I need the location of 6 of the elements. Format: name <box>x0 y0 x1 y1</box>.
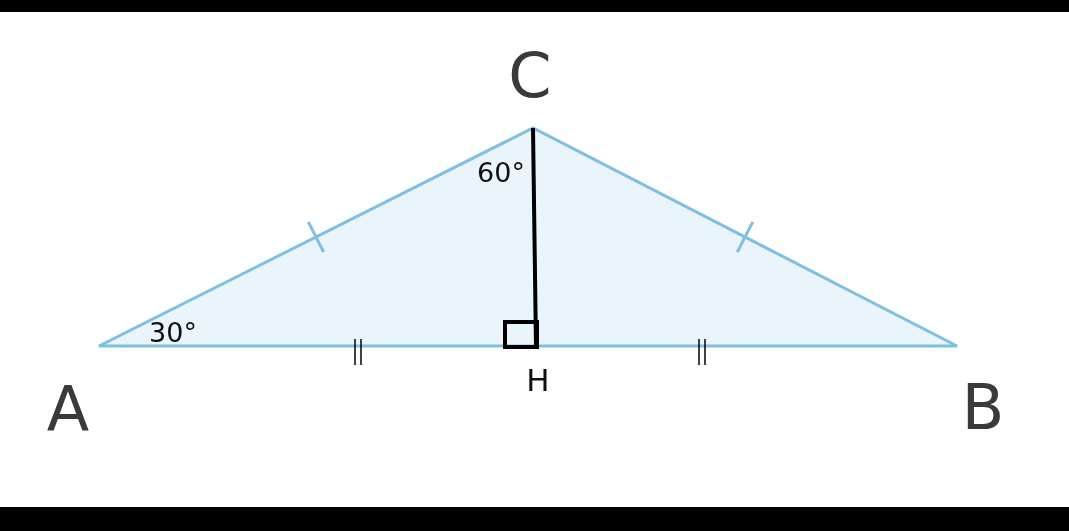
point-label: H <box>526 364 550 396</box>
vertex-label: A <box>46 379 90 441</box>
vertex-label: C <box>508 45 552 107</box>
vertex-label: B <box>961 377 1005 439</box>
angle-label: 30° <box>149 318 197 346</box>
angle-label: 60° <box>477 158 525 186</box>
